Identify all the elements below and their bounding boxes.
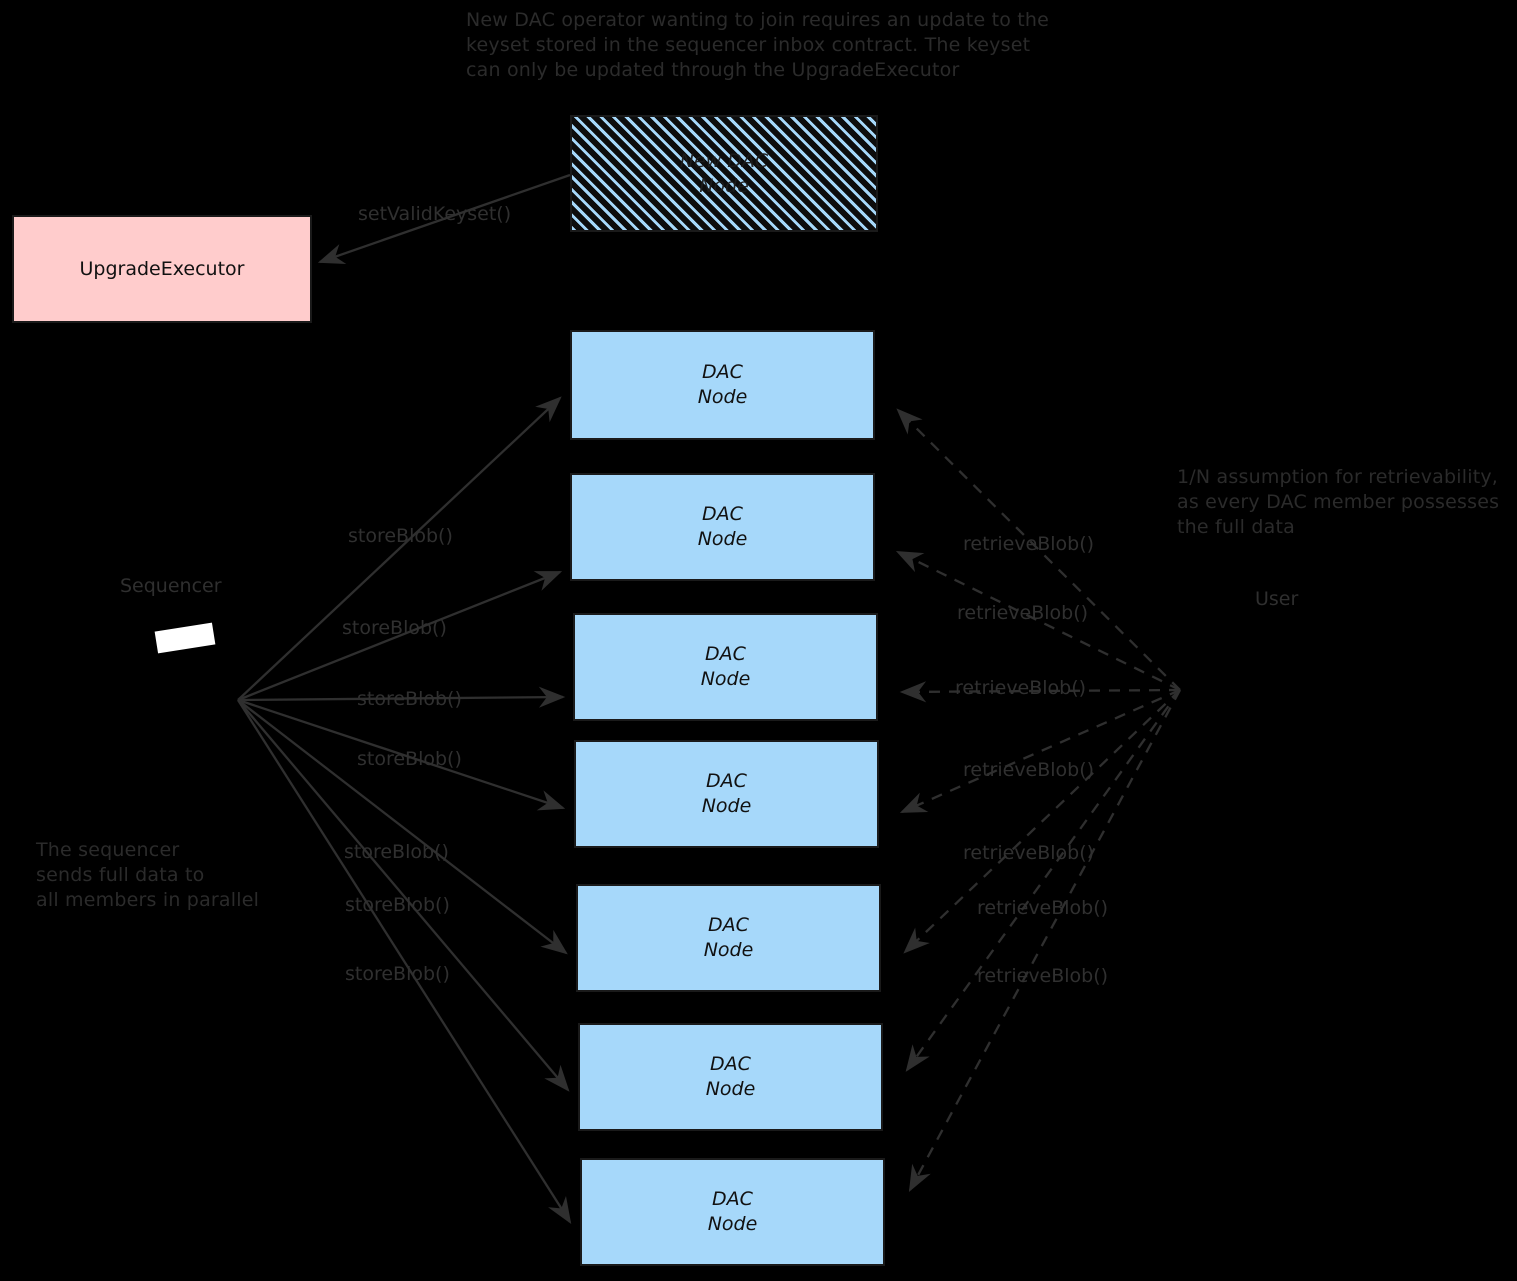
new-dac-node-line2: Node xyxy=(699,174,749,197)
dac-node-1[interactable]: DAC Node xyxy=(570,330,875,440)
dac-node-7[interactable]: DAC Node xyxy=(580,1158,885,1266)
dac-node-2[interactable]: DAC Node xyxy=(570,473,875,581)
upgrade-executor-box[interactable]: UpgradeExecutor xyxy=(12,215,312,323)
edge-store-blob-7 xyxy=(237,699,572,1224)
edge-label-retrieve-blob-4: retrieveBlob() xyxy=(963,759,1095,781)
dac-node-line1: DAC xyxy=(702,503,743,525)
new-dac-node-line1: New DAC xyxy=(679,149,769,172)
edge-retrieve-blob-4 xyxy=(899,688,1181,814)
dac-node-line2: Node xyxy=(697,386,748,408)
edge-label-retrieve-blob-1: retrieveBlob() xyxy=(963,533,1095,555)
edge-label-retrieve-blob-3: retrieveBlob() xyxy=(955,677,1087,699)
edge-label-set-valid-keyset: setValidKeyset() xyxy=(358,203,512,225)
dac-node-4[interactable]: DAC Node xyxy=(574,740,879,848)
edge-label-store-blob-3: storeBlob() xyxy=(357,688,462,710)
dac-node-line2: Node xyxy=(700,668,751,690)
edge-label-store-blob-2: storeBlob() xyxy=(342,617,447,639)
new-dac-node-box[interactable]: New DAC Node xyxy=(570,115,878,232)
dac-node-6[interactable]: DAC Node xyxy=(578,1023,883,1131)
dac-node-line1: DAC xyxy=(712,1188,753,1210)
sequencer-label: Sequencer xyxy=(120,575,222,597)
edge-label-store-blob-7: storeBlob() xyxy=(345,963,450,985)
sequencer-shape[interactable] xyxy=(154,622,216,654)
dac-node-line2: Node xyxy=(701,795,752,817)
dac-node-line2: Node xyxy=(705,1078,756,1100)
edge-label-retrieve-blob-7: retrieveBlob() xyxy=(977,965,1109,987)
edge-label-store-blob-6: storeBlob() xyxy=(345,894,450,916)
upgrade-executor-label: UpgradeExecutor xyxy=(79,258,245,280)
edge-label-store-blob-5: storeBlob() xyxy=(344,841,449,863)
dac-node-line2: Node xyxy=(703,939,754,961)
dac-node-line1: DAC xyxy=(702,361,743,383)
dac-node-line1: DAC xyxy=(705,643,746,665)
dac-node-line1: DAC xyxy=(706,770,747,792)
note-top: New DAC operator wanting to join require… xyxy=(466,9,1050,81)
user-label: User xyxy=(1255,588,1299,610)
edge-label-retrieve-blob-2: retrieveBlob() xyxy=(957,602,1089,624)
dac-node-line2: Node xyxy=(697,528,748,550)
dac-node-line2: Node xyxy=(707,1213,758,1235)
dac-node-5[interactable]: DAC Node xyxy=(576,884,881,992)
edge-label-store-blob-4: storeBlob() xyxy=(357,748,462,770)
edge-retrieve-blob-6 xyxy=(905,689,1181,1072)
dac-node-line1: DAC xyxy=(708,914,749,936)
note-right: 1/N assumption for retrievability, as ev… xyxy=(1177,466,1500,538)
dac-node-line1: DAC xyxy=(710,1053,751,1075)
edge-label-store-blob-1: storeBlob() xyxy=(348,525,453,547)
edge-label-retrieve-blob-5: retrieveBlob() xyxy=(963,842,1095,864)
dac-node-3[interactable]: DAC Node xyxy=(573,613,878,721)
edge-store-blob-1 xyxy=(237,396,562,701)
note-left-bottom: The sequencer sends full data to all mem… xyxy=(36,839,260,911)
edge-label-retrieve-blob-6: retrieveBlob() xyxy=(977,897,1109,919)
